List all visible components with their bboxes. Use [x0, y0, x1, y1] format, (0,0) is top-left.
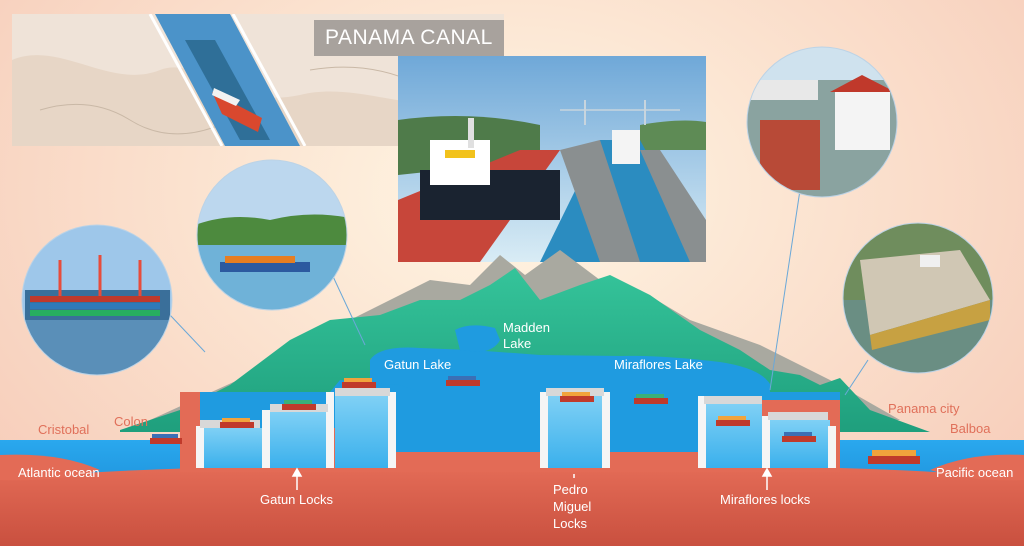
- container-ship-gatun-photo: [196, 159, 348, 311]
- atlantic-ocean-label: Atlantic ocean: [18, 465, 100, 480]
- miraflores-locks-label: Miraflores locks: [720, 492, 811, 507]
- miraflores-locks: [698, 396, 836, 468]
- title-box: [314, 20, 504, 56]
- ships: [150, 376, 920, 464]
- cristobal-label: Cristobal: [38, 422, 90, 437]
- pedro-miguel-lock: [540, 388, 610, 468]
- colon-label: Colon: [114, 414, 148, 429]
- canal-locks-main-photo: [398, 56, 706, 262]
- lock-arrows: [291, 467, 773, 490]
- gatun-lake-label: Gatun Lake: [384, 357, 452, 372]
- pacific-ocean-label: Pacific ocean: [936, 465, 1014, 480]
- ground: [0, 468, 1024, 546]
- miraflores-lake-label: Miraflores Lake: [614, 357, 703, 372]
- pedro-miguel-locks-label: Pedro Miguel Locks: [553, 482, 592, 531]
- page-title: PANAMA CANAL: [325, 26, 493, 49]
- madden-lake-label: Madden Lake: [503, 320, 550, 351]
- connector-lines: [169, 189, 869, 396]
- container-port-photo: [21, 224, 173, 376]
- balboa-label: Balboa: [950, 421, 991, 436]
- gatun-locks-label: Gatun Locks: [260, 492, 333, 507]
- miraflores-locks-photo: [746, 46, 898, 198]
- panama-city-label: Panama city: [888, 401, 960, 416]
- lock-gate-photo: [842, 222, 994, 374]
